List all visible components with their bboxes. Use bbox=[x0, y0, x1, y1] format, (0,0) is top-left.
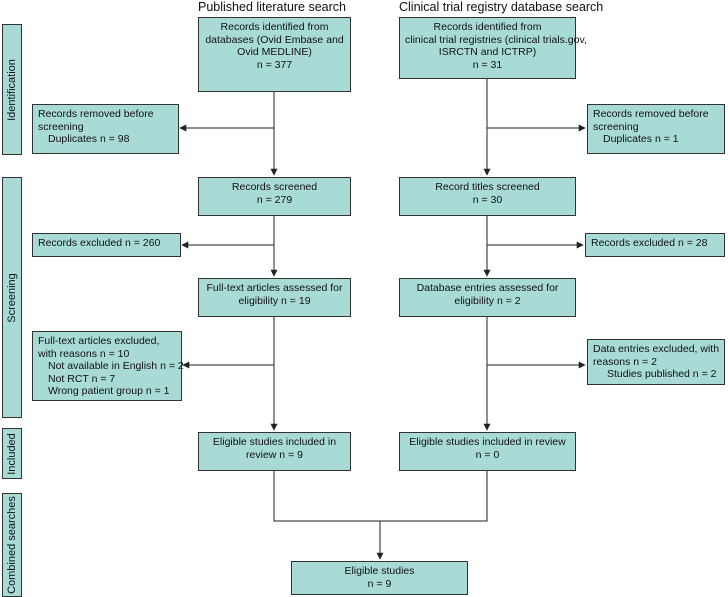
left-records-identified-box: Records identified from databases (Ovid … bbox=[198, 17, 351, 92]
merge-connector bbox=[273, 471, 488, 522]
stage-included: Included bbox=[2, 428, 22, 479]
right-column-title: Clinical trial registry database search bbox=[399, 0, 604, 14]
stage-combined-searches: Combined searches bbox=[2, 493, 22, 597]
right-entries-excluded-box: Data entries excluded, with reasons n = … bbox=[587, 339, 725, 385]
left-records-excluded-box: Records excluded n = 260 bbox=[32, 233, 181, 257]
stage-screening: Screening bbox=[2, 177, 22, 418]
right-records-excluded-box: Records excluded n = 28 bbox=[585, 233, 725, 257]
combined-eligible-studies-box: Eligible studies n = 9 bbox=[291, 561, 468, 595]
left-fulltext-excluded-box: Full-text articles excluded, with reason… bbox=[32, 331, 184, 401]
right-entries-assessed-box: Database entries assessed for eligibilit… bbox=[399, 278, 576, 317]
stage-identification: Identification bbox=[2, 24, 22, 155]
right-records-removed-box: Records removed before screening Duplica… bbox=[587, 104, 725, 154]
left-records-screened-box: Records screened n = 279 bbox=[198, 177, 351, 216]
left-included-box: Eligible studies included in review n = … bbox=[198, 432, 351, 471]
right-included-box: Eligible studies included in review n = … bbox=[399, 432, 576, 471]
left-column-title: Published literature search bbox=[198, 0, 346, 14]
right-records-screened-box: Record titles screened n = 30 bbox=[399, 177, 576, 216]
right-records-identified-box: Records identified from clinical trial r… bbox=[399, 17, 587, 79]
left-records-removed-box: Records removed before screening Duplica… bbox=[32, 104, 179, 154]
left-fulltext-assessed-box: Full-text articles assessed for eligibil… bbox=[198, 278, 351, 317]
